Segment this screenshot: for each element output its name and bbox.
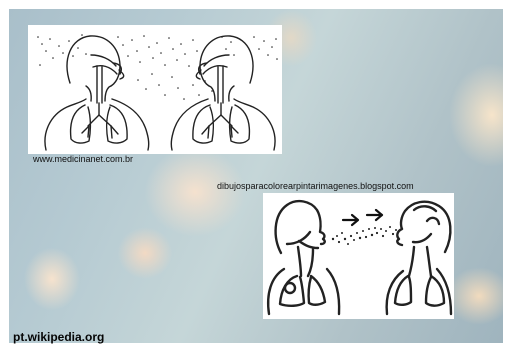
right-receiving-person	[387, 202, 451, 314]
left-coughing-person	[268, 201, 339, 314]
transmission-diagram	[263, 193, 454, 319]
background-image-source-caption: pt.wikipedia.org	[13, 331, 104, 343]
two-person-breathing-illustration	[28, 25, 282, 154]
top-image-source-caption: www.medicinanet.com.br	[33, 155, 133, 164]
cough-droplets	[332, 226, 397, 245]
droplet-cloud	[37, 34, 278, 100]
right-person-diagram	[171, 36, 275, 150]
cough-transmission-illustration	[263, 193, 454, 319]
bottom-image-source-caption: dibujosparacolorearpintarimagenes.blogsp…	[217, 182, 414, 191]
left-person-diagram	[45, 36, 149, 150]
transmission-arrows	[343, 210, 382, 225]
airway-diagram	[28, 25, 282, 154]
